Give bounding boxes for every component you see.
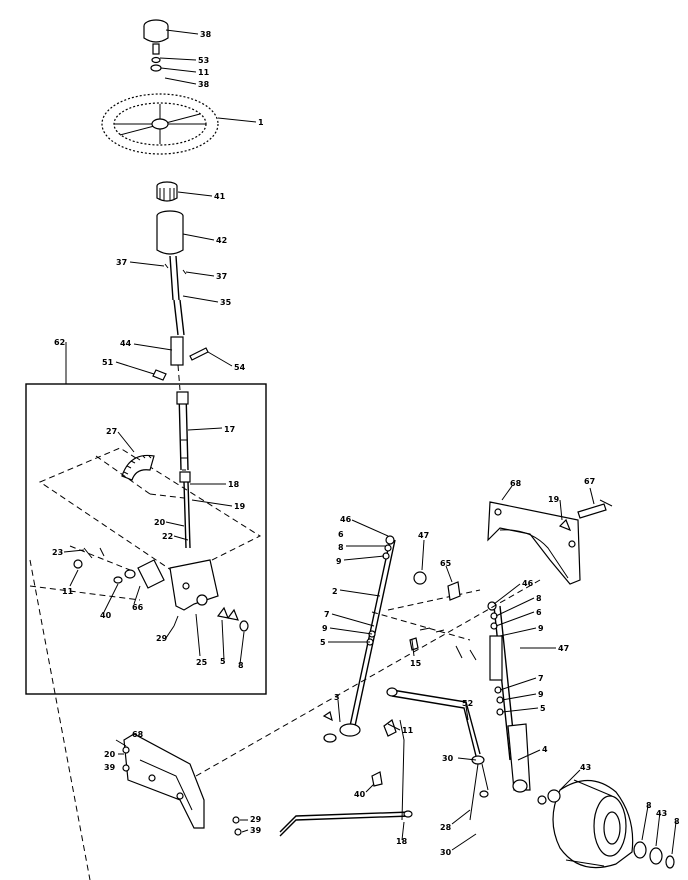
part-label-47: 47 bbox=[558, 644, 569, 653]
part-label-37: 37 bbox=[216, 272, 227, 281]
part-label-41: 41 bbox=[214, 192, 226, 201]
part-label-25: 25 bbox=[196, 658, 208, 667]
part-label-9: 9 bbox=[538, 624, 544, 633]
part-label-30: 30 bbox=[442, 754, 454, 763]
part-label-66: 66 bbox=[132, 603, 144, 612]
steering-shaft bbox=[164, 255, 191, 549]
part-label-22: 22 bbox=[162, 532, 173, 541]
part-label-39: 39 bbox=[104, 763, 116, 772]
part-label-42: 42 bbox=[216, 236, 227, 245]
steering-wheel bbox=[101, 93, 219, 155]
part-label-6: 6 bbox=[338, 530, 344, 539]
sector-gear-assembly bbox=[38, 447, 262, 577]
part-label-8: 8 bbox=[238, 661, 244, 670]
left-dash-guide bbox=[29, 559, 91, 880]
part-label-7: 7 bbox=[324, 610, 330, 619]
part-label-65: 65 bbox=[440, 559, 452, 568]
part-label-46: 46 bbox=[522, 579, 534, 588]
part-label-3: 3 bbox=[334, 693, 340, 702]
part-label-17: 17 bbox=[224, 425, 235, 434]
part-label-37: 37 bbox=[116, 258, 127, 267]
detail-box bbox=[25, 383, 267, 695]
part-label-11: 11 bbox=[402, 726, 414, 735]
part-label-40: 40 bbox=[354, 790, 366, 799]
part-label-5: 5 bbox=[220, 657, 226, 666]
part-label-8: 8 bbox=[536, 594, 542, 603]
part-label-29: 29 bbox=[250, 815, 262, 824]
part-label-47: 47 bbox=[418, 531, 429, 540]
part-label-35: 35 bbox=[220, 298, 232, 307]
part-label-53: 53 bbox=[198, 56, 209, 65]
part-label-15: 15 bbox=[410, 659, 422, 668]
right-leader-lines bbox=[115, 485, 677, 855]
part-label-43: 43 bbox=[656, 809, 667, 818]
lower-drag-rod bbox=[279, 810, 413, 837]
part-label-8: 8 bbox=[646, 801, 652, 810]
center-drag-link bbox=[322, 535, 396, 743]
part-label-7: 7 bbox=[538, 674, 544, 683]
part-label-27: 27 bbox=[106, 427, 117, 436]
part-label-38: 38 bbox=[200, 30, 212, 39]
part-label-9: 9 bbox=[322, 624, 328, 633]
part-label-38: 38 bbox=[198, 80, 210, 89]
steering-bushing bbox=[156, 210, 184, 255]
steering-cap bbox=[143, 19, 169, 43]
part-label-28: 28 bbox=[440, 823, 452, 832]
part-label-40: 40 bbox=[100, 611, 112, 620]
cap-screw bbox=[150, 43, 162, 72]
steering-adapter bbox=[156, 181, 178, 202]
callout-labels: 38 53 11 38 1 41 42 37 37 35 62 44 51 54… bbox=[52, 30, 680, 857]
part-label-19: 19 bbox=[548, 495, 560, 504]
part-label-18: 18 bbox=[396, 837, 408, 846]
part-label-4: 4 bbox=[542, 745, 548, 754]
part-label-68: 68 bbox=[132, 730, 144, 739]
tie-rod bbox=[371, 687, 489, 821]
part-label-52: 52 bbox=[462, 699, 473, 708]
part-label-1: 1 bbox=[258, 118, 264, 127]
part-label-5: 5 bbox=[540, 704, 546, 713]
part-label-29: 29 bbox=[156, 634, 168, 643]
part-label-43: 43 bbox=[580, 763, 591, 772]
part-label-46: 46 bbox=[340, 515, 352, 524]
leader-lines bbox=[63, 29, 257, 665]
right-drag-link bbox=[487, 601, 531, 793]
front-wheel bbox=[537, 779, 675, 869]
upper-right-bracket bbox=[487, 499, 613, 585]
part-label-23: 23 bbox=[52, 548, 63, 557]
part-label-62: 62 bbox=[54, 338, 65, 347]
part-label-20: 20 bbox=[104, 750, 116, 759]
part-label-2: 2 bbox=[332, 587, 338, 596]
pivot-bracket bbox=[169, 559, 219, 611]
part-label-8: 8 bbox=[674, 817, 680, 826]
part-label-9: 9 bbox=[336, 557, 342, 566]
axle-dashes bbox=[195, 571, 541, 777]
part-label-11: 11 bbox=[198, 68, 210, 77]
part-label-30: 30 bbox=[440, 848, 452, 857]
part-label-68: 68 bbox=[510, 479, 522, 488]
left-axle-bracket bbox=[122, 733, 242, 836]
part-label-19: 19 bbox=[234, 502, 246, 511]
part-label-5: 5 bbox=[320, 638, 326, 647]
part-label-20: 20 bbox=[154, 518, 166, 527]
part-label-67: 67 bbox=[584, 477, 595, 486]
part-label-18: 18 bbox=[228, 480, 240, 489]
part-label-6: 6 bbox=[536, 608, 542, 617]
small-hardware-box bbox=[29, 547, 249, 632]
part-label-44: 44 bbox=[120, 339, 132, 348]
part-label-11: 11 bbox=[62, 587, 74, 596]
part-label-51: 51 bbox=[102, 358, 114, 367]
part-label-39: 39 bbox=[250, 826, 262, 835]
part-label-8: 8 bbox=[338, 543, 344, 552]
part-label-9: 9 bbox=[538, 690, 544, 699]
part-label-54: 54 bbox=[234, 363, 246, 372]
